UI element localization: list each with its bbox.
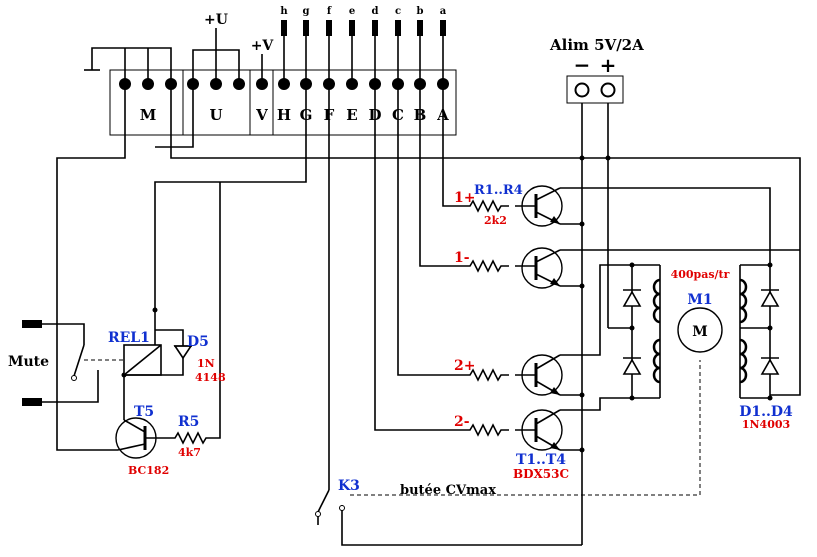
- d5-name: D5: [187, 334, 209, 350]
- pin-c-label: c: [395, 6, 401, 17]
- plus-u-label: +U: [204, 12, 228, 28]
- power-minus-label: −: [574, 53, 591, 77]
- resistors-name: R1..R4: [474, 183, 523, 198]
- mute-switch: Mute: [8, 320, 99, 406]
- diodes-d1-d4: D1..D4 1N4003: [622, 289, 793, 431]
- r5-value: 4k7: [178, 446, 201, 459]
- pin-d-label: d: [372, 6, 379, 17]
- motor-coils: [652, 278, 748, 384]
- t5-name: T5: [134, 404, 154, 420]
- block-label-e: E: [346, 106, 357, 124]
- connector-block: M U V H G F E D C B A +U +V: [84, 6, 457, 136]
- transistor-t3: [515, 354, 563, 396]
- phase-label-1plus: 1+: [454, 190, 475, 206]
- motor-symbol-label: M: [692, 324, 708, 340]
- block-label-h: H: [277, 106, 291, 124]
- motor-symbol: [677, 307, 723, 353]
- relay-name: REL1: [108, 330, 150, 346]
- pin-b-label: b: [417, 6, 424, 17]
- t5-value: BC182: [128, 464, 169, 477]
- phase-label-2minus: 2-: [454, 414, 470, 430]
- pin-h-label: h: [280, 6, 288, 17]
- diodes-value: 1N4003: [742, 418, 790, 431]
- transistors-value: BDX53C: [513, 467, 569, 481]
- power-plus-label: +: [600, 53, 617, 77]
- k3-name: K3: [338, 478, 360, 494]
- pin-a-label: a: [440, 6, 447, 17]
- transistors-name: T1..T4: [516, 452, 566, 468]
- transistor-t1: [515, 185, 563, 227]
- motor-name: M1: [687, 292, 712, 308]
- block-label-v: V: [255, 106, 268, 124]
- pin-g-label: g: [303, 6, 310, 17]
- resistors-value: 2k2: [484, 214, 507, 227]
- resistor-r5: R5 4k7: [170, 414, 210, 459]
- stepper-motor: M M1 400pas/tr: [652, 268, 748, 384]
- resistors-r1-r4: R1..R4 2k2 1+ 1- 2+ 2-: [454, 183, 523, 437]
- motor-steps: 400pas/tr: [671, 268, 730, 281]
- d5-value-line1: 1N: [197, 357, 215, 370]
- block-label-m: M: [140, 106, 157, 124]
- relay-rel1: REL1 D5 1N 4148: [84, 310, 226, 420]
- pin-e-label: e: [349, 6, 355, 17]
- diodes-name: D1..D4: [739, 404, 793, 420]
- d5-value-line2: 4148: [195, 371, 226, 384]
- power-supply: Alim 5V/2A − +: [549, 36, 644, 545]
- top-terminals: h g f e d c b a: [280, 6, 447, 84]
- transistor-t4: [515, 409, 563, 451]
- k3-note: butée CVmax: [400, 483, 496, 498]
- wiring: [56, 84, 801, 546]
- phase-label-1minus: 1-: [454, 250, 470, 266]
- power-plus-terminal: [600, 82, 616, 98]
- transistors-t1-t4: T1..T4 BDX53C: [513, 185, 569, 481]
- plus-v-label: +V: [251, 38, 275, 54]
- block-label-u: U: [209, 106, 222, 124]
- power-label: Alim 5V/2A: [549, 36, 644, 54]
- r5-name: R5: [178, 414, 199, 430]
- pin-f-label: f: [327, 6, 332, 17]
- power-minus-terminal: [574, 82, 590, 98]
- mute-label: Mute: [8, 354, 49, 370]
- transistor-t2: [515, 247, 563, 289]
- phase-label-2plus: 2+: [454, 358, 475, 374]
- k3-limit-switch: K3 butée CVmax: [315, 478, 496, 525]
- transistor-t5: T5 BC182: [115, 404, 170, 477]
